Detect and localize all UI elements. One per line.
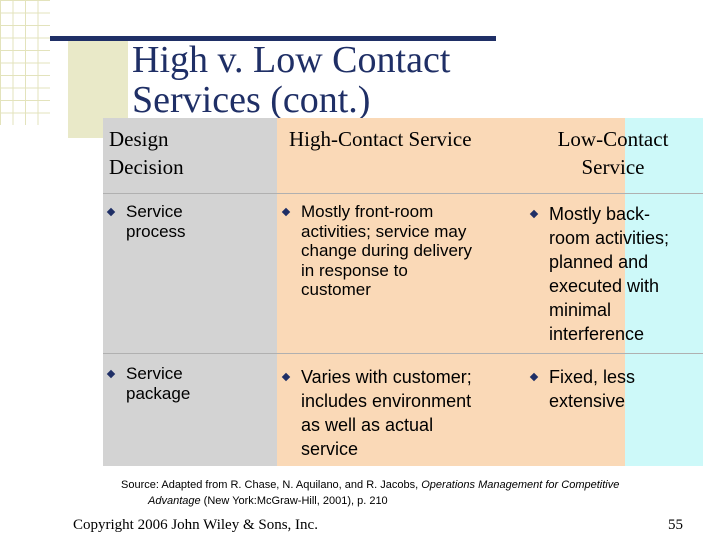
bullet-item: Service process bbox=[106, 202, 186, 241]
source-italic-title-1: Operations Management for Competitive bbox=[421, 479, 620, 491]
header-low-line-2: Service bbox=[581, 155, 645, 179]
design-column-bg bbox=[103, 118, 277, 466]
row-2-high-line: includes environment bbox=[301, 391, 472, 411]
title-line-1: High v. Low Contact bbox=[132, 39, 451, 81]
row-2-low-line: Fixed, less bbox=[549, 367, 636, 387]
row-2-high-contact: Varies with customer; includes environme… bbox=[281, 365, 472, 461]
row-1-high-line: in response to bbox=[301, 260, 408, 280]
row-1-decision: Service process bbox=[106, 202, 186, 241]
low-contact-column-bg bbox=[625, 118, 703, 466]
row-1-low-line: minimal bbox=[549, 300, 612, 320]
row-2-decision-line-1: Service bbox=[126, 364, 183, 383]
decorative-grid bbox=[0, 0, 50, 125]
high-contact-column-bg bbox=[277, 118, 625, 466]
diamond-bullet-icon bbox=[281, 372, 291, 382]
header-divider bbox=[103, 193, 703, 194]
slide-title: High v. Low Contact Services (cont.) bbox=[132, 40, 450, 120]
diamond-bullet-icon bbox=[106, 369, 116, 379]
row-divider bbox=[103, 353, 703, 354]
diamond-bullet-icon bbox=[106, 207, 116, 217]
row-1-low-contact: Mostly back- room activities; planned an… bbox=[529, 202, 670, 346]
row-1-decision-line-2: process bbox=[126, 221, 186, 241]
row-1-low-line: executed with bbox=[549, 276, 660, 296]
row-2-high-line: Varies with customer; bbox=[301, 367, 472, 387]
bullet-item: Varies with customer; includes environme… bbox=[281, 365, 472, 461]
source-prefix: Source: Adapted from R. Chase, N. Aquila… bbox=[121, 479, 422, 491]
source-line-1: Source: Adapted from R. Chase, N. Aquila… bbox=[121, 477, 701, 493]
comparison-table: Design Decision High-Contact Service Low… bbox=[103, 118, 703, 466]
row-1-high-line: change during delivery bbox=[301, 241, 473, 260]
header-design-decision: Design Decision bbox=[109, 125, 184, 181]
row-2-low-line: extensive bbox=[549, 391, 626, 411]
row-1-high-contact: Mostly front-room activities; service ma… bbox=[281, 202, 473, 300]
row-1-high-line: Mostly front-room bbox=[301, 202, 434, 221]
row-2-decision: Service package bbox=[106, 364, 191, 403]
row-1-low-line: room activities; bbox=[549, 228, 670, 248]
row-1-high-line: customer bbox=[301, 280, 371, 299]
diamond-bullet-icon bbox=[281, 207, 291, 217]
row-2-high-line: as well as actual bbox=[301, 415, 434, 435]
row-1-low-line: interference bbox=[549, 324, 645, 344]
header-design-line-2: Decision bbox=[109, 155, 184, 179]
title-rule bbox=[50, 36, 496, 41]
source-citation: Source: Adapted from R. Chase, N. Aquila… bbox=[121, 477, 701, 509]
row-2-high-line: service bbox=[301, 439, 359, 459]
row-2-decision-line-2: package bbox=[126, 383, 191, 403]
bullet-item: Service package bbox=[106, 364, 191, 403]
diamond-bullet-icon bbox=[529, 372, 539, 382]
row-2-low-contact: Fixed, less extensive bbox=[529, 365, 636, 413]
source-suffix: (New York:McGraw-Hill, 2001), p. 210 bbox=[200, 495, 388, 507]
row-1-high-line: activities; service may bbox=[301, 221, 467, 241]
row-1-low-line: planned and bbox=[549, 252, 649, 272]
row-1-low-line: Mostly back- bbox=[549, 204, 651, 224]
copyright-notice: Copyright 2006 John Wiley & Sons, Inc. bbox=[73, 517, 318, 533]
bullet-item: Fixed, less extensive bbox=[529, 365, 636, 413]
page-number: 55 bbox=[668, 517, 683, 533]
source-line-2: Advantage (New York:McGraw-Hill, 2001), … bbox=[121, 493, 701, 509]
diamond-bullet-icon bbox=[529, 209, 539, 219]
row-1-decision-line-1: Service bbox=[126, 202, 183, 221]
header-low-line-1: Low-Contact bbox=[557, 127, 669, 151]
header-low-contact: Low-Contact Service bbox=[523, 125, 703, 181]
bullet-item: Mostly back- room activities; planned an… bbox=[529, 202, 670, 346]
bullet-item: Mostly front-room activities; service ma… bbox=[281, 202, 473, 300]
source-italic-title-2: Advantage bbox=[148, 495, 201, 507]
header-high-contact: High-Contact Service bbox=[289, 127, 472, 151]
title-line-2: Services (cont.) bbox=[132, 79, 371, 121]
header-design-line-1: Design bbox=[109, 127, 169, 151]
